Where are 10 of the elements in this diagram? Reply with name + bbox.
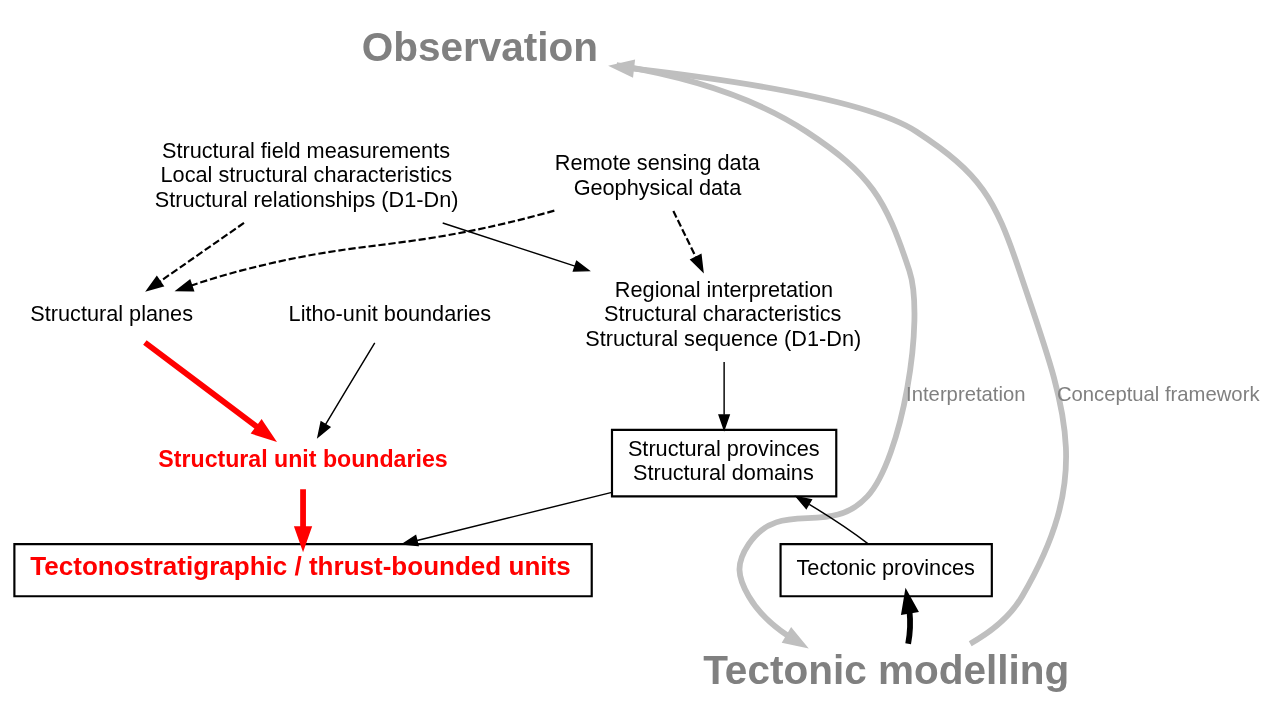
- node-text: Litho-unit boundaries: [288, 300, 492, 326]
- edge-label: Conceptual framework: [1056, 382, 1260, 405]
- node-text: Observation: [361, 23, 598, 70]
- node-text: Remote sensing data Geophysical data: [554, 149, 760, 200]
- node-text: Structural unit boundaries: [158, 445, 448, 472]
- edge-label: Interpretation: [906, 382, 1026, 405]
- node-text: Regional interpretation Structural characteristics Structural sequence (D1-Dn): [585, 276, 862, 351]
- node-text: Structural planes: [30, 300, 194, 326]
- node-text: Tectonic modelling: [703, 646, 1070, 693]
- node-text: Structural field measurements Local structural characteristics Structural relationships (D1-Dn): [154, 137, 459, 212]
